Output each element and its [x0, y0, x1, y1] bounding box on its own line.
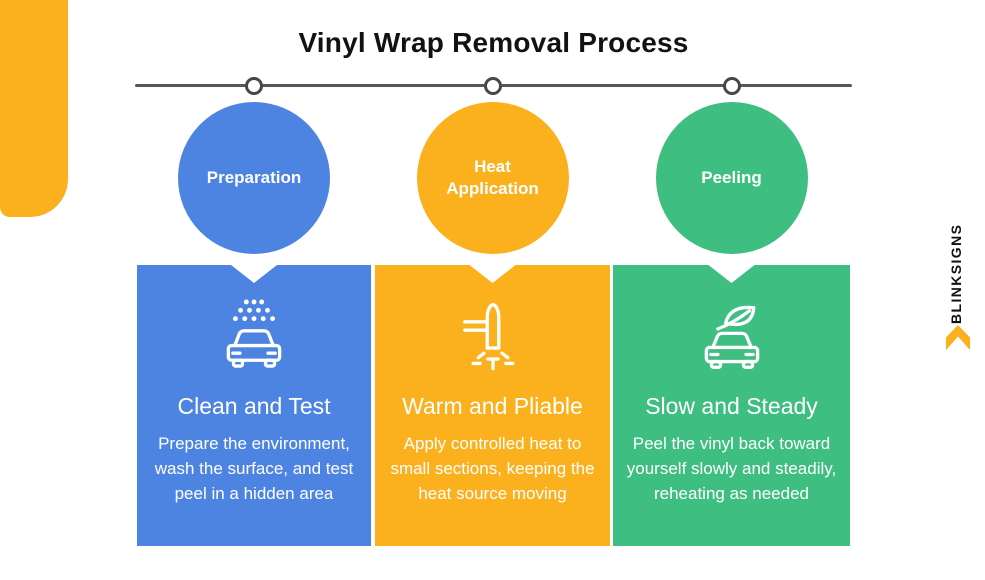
step-description: Prepare the environment, wash the surfac… [154, 434, 354, 503]
step-circle-heat-application: Heat Application [416, 102, 569, 254]
step-description: Apply controlled heat to small sections,… [390, 434, 595, 503]
step-circle-label: Peeling [701, 167, 762, 187]
step-heading: Clean and Test [177, 393, 331, 419]
heat-gun-icon [375, 294, 610, 374]
step-card-heat-application: Warm and Pliable Apply controlled heat t… [375, 265, 610, 546]
step-circle-preparation: Preparation [178, 102, 330, 254]
step-preparation: Preparation [137, 0, 371, 580]
step-card-peeling: Slow and Steady Peel the vinyl back towa… [613, 265, 850, 546]
timeline-marker-1 [245, 77, 263, 95]
step-peeling: Peeling Slow and Steady [613, 0, 850, 580]
brand-name: BLINKSIGNS [948, 223, 964, 325]
page-title: Vinyl Wrap Removal Process [298, 27, 689, 58]
timeline-marker-2 [483, 77, 502, 95]
step-circle-label: Preparation [206, 167, 302, 187]
step-card-preparation: Clean and Test Prepare the environment, … [137, 265, 371, 546]
corner-accent-shape [0, 0, 68, 217]
timeline-marker-3 [722, 77, 741, 95]
step-heat-application: Heat Application [375, 0, 610, 580]
step-circle-label: Heat Application [446, 156, 539, 198]
car-wash-icon [137, 294, 371, 374]
eco-car-icon [613, 294, 850, 374]
step-heading: Warm and Pliable [402, 393, 583, 419]
step-circle-peeling: Peeling [655, 102, 808, 254]
step-heading: Slow and Steady [645, 393, 818, 419]
chevron-up-icon [946, 325, 970, 350]
step-description: Peel the vinyl back toward yourself slow… [626, 434, 837, 503]
